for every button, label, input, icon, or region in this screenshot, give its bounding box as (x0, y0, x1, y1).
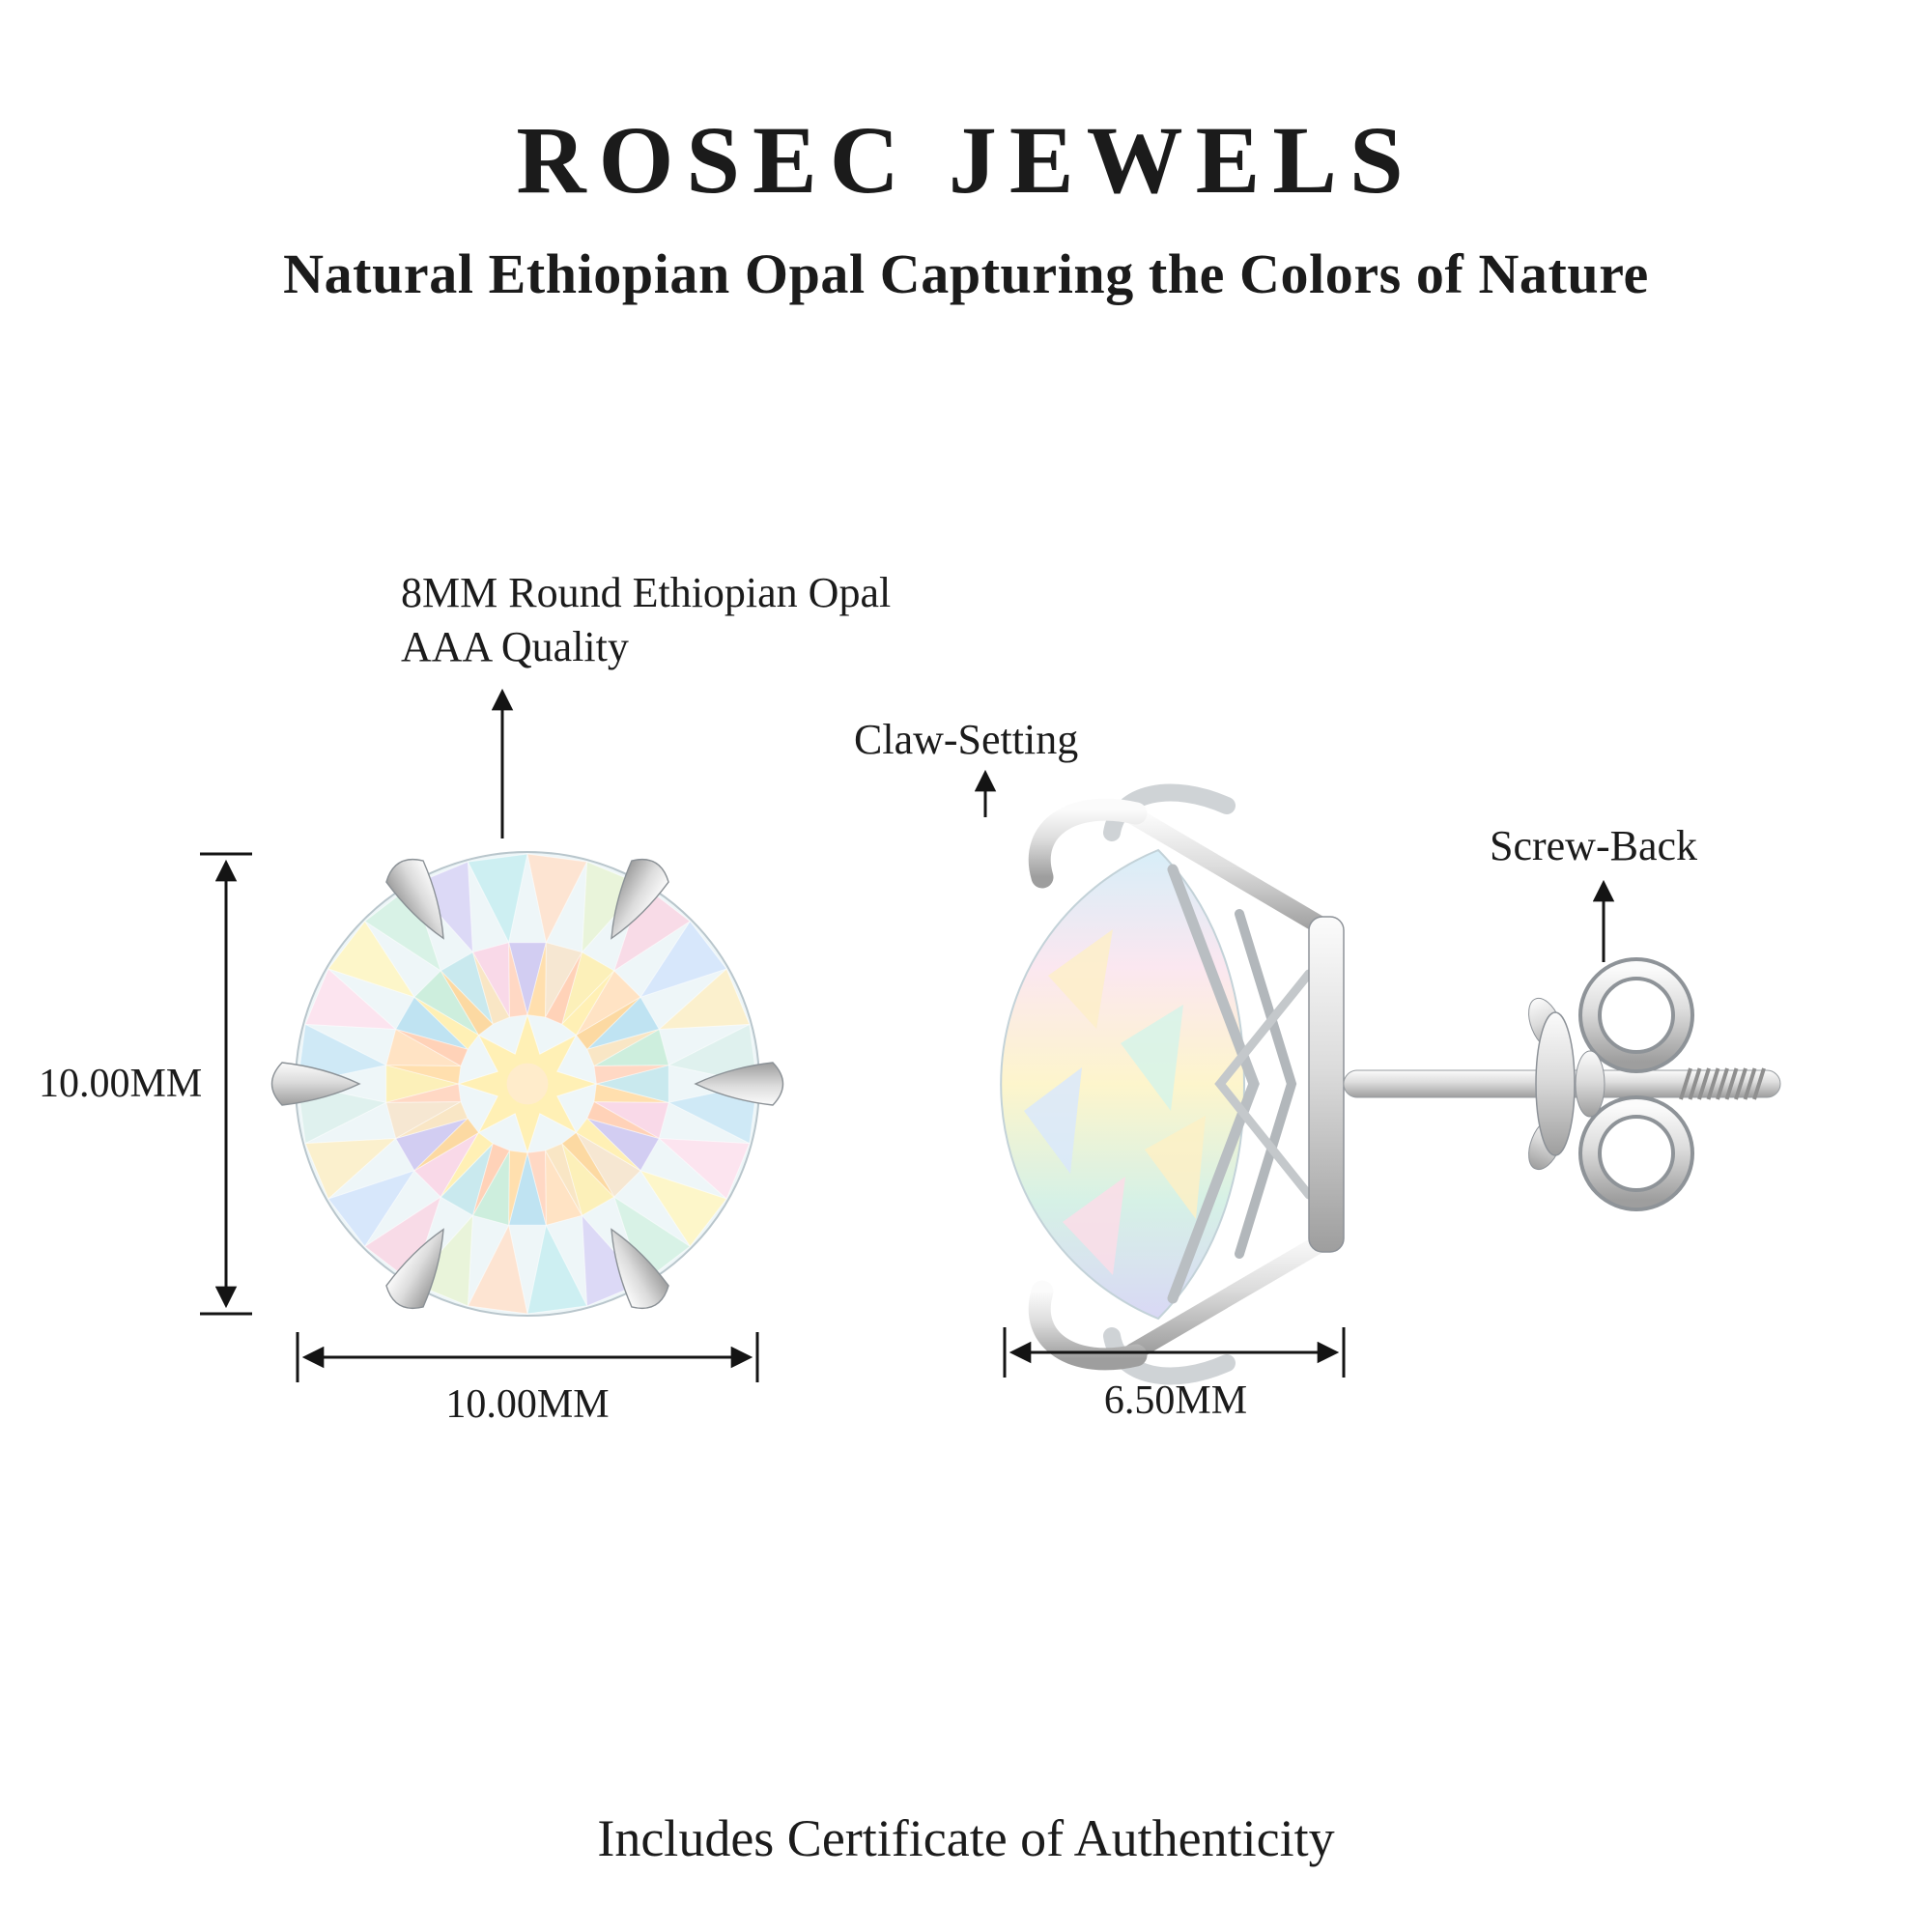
opal-facet (327, 1169, 416, 1248)
opal-facet (467, 1223, 528, 1315)
thread-line (1679, 1067, 1692, 1100)
opal-facet (440, 1131, 495, 1198)
side-facet (1048, 929, 1113, 1029)
opal-facet (612, 1195, 692, 1284)
prong-claw (694, 1062, 784, 1106)
prong-claw (385, 1228, 444, 1309)
thread-line (1697, 1067, 1711, 1100)
thread-line (1716, 1067, 1729, 1100)
opal-facet (508, 942, 528, 1018)
front-height-dimension: 10.00MM (39, 1062, 203, 1106)
thread-line (1743, 1067, 1757, 1100)
opal-facet (657, 1137, 751, 1200)
screw-threads (1679, 1067, 1766, 1100)
thread-line (1688, 1067, 1702, 1100)
opal-facets (297, 853, 758, 1315)
opal-facet (413, 1117, 480, 1172)
opal-facet (385, 1065, 459, 1103)
front-prongs (270, 859, 784, 1309)
opal-facet (508, 1152, 547, 1226)
opal-facet (304, 968, 398, 1031)
stone-annotation-line2: AAA Quality (401, 623, 629, 671)
opal-facet (395, 1100, 469, 1139)
dimension-lines (200, 852, 1346, 1382)
opal-facet (413, 996, 480, 1051)
opal-facet (639, 1169, 727, 1248)
opal-facet (363, 1195, 442, 1284)
opal-facet (508, 1150, 528, 1226)
thread-line (1734, 1067, 1747, 1100)
screw-back-nut (1528, 957, 1694, 1211)
opal-facet (560, 1131, 615, 1198)
claw-setting-basket (1028, 783, 1345, 1385)
stone-annotation: 8MM Round Ethiopian Opal AAA Quality (401, 566, 891, 675)
opal-facet (385, 1083, 462, 1103)
side-width-dimension: 6.50MM (1103, 1378, 1248, 1423)
opal-facet (526, 942, 547, 1018)
opal-facet (586, 1100, 660, 1139)
side-facet (1121, 1005, 1183, 1111)
opal-facet (467, 853, 528, 945)
opal-facet (657, 968, 751, 1031)
opal-facet (560, 970, 615, 1037)
thread-line (1752, 1067, 1766, 1100)
screw-back-label: Screw-Back (1490, 822, 1698, 869)
callout-arrows (491, 688, 1615, 962)
prong-claw (270, 1062, 361, 1106)
opal-facet (526, 1223, 588, 1315)
opal-facet (472, 1143, 511, 1216)
opal-facet (508, 942, 547, 1015)
opal-facet (385, 1065, 462, 1085)
opal-stone-side (1000, 848, 1246, 1321)
opal-facet (639, 920, 727, 999)
front-view-earring (270, 851, 784, 1317)
opal-facet (363, 884, 442, 973)
opal-facet (440, 970, 495, 1037)
opal-facet (395, 1029, 469, 1067)
prong-claw (611, 1228, 669, 1309)
opal-facet (544, 1143, 582, 1216)
front-width-dimension: 10.00MM (445, 1382, 610, 1427)
opal-facet (575, 996, 641, 1051)
stone-annotation-line1: 8MM Round Ethiopian Opal (401, 569, 892, 616)
claw-setting-label: Claw-Setting (854, 716, 1079, 763)
prong-claw (385, 859, 444, 940)
certificate-note: Includes Certificate of Authenticity (597, 1809, 1335, 1867)
side-view-earring (1000, 783, 1781, 1385)
opal-facet (304, 1137, 398, 1200)
opal-facet (526, 853, 588, 945)
side-facet (1063, 1177, 1125, 1275)
opal-facet (596, 1065, 669, 1103)
opal-facet (593, 1065, 669, 1085)
opal-center (506, 1063, 549, 1105)
opal-facet (327, 920, 416, 999)
thread-line (1724, 1067, 1739, 1100)
prong-claw (611, 859, 669, 940)
opal-facet (472, 952, 511, 1025)
opal-facet (586, 1029, 660, 1067)
opal-facet (544, 952, 582, 1025)
opal-facet (526, 1150, 547, 1226)
side-facet (1145, 1116, 1206, 1219)
tagline: Natural Ethiopian Opal Capturing the Col… (283, 242, 1649, 305)
thread-line (1706, 1067, 1720, 1100)
opal-facet (575, 1117, 641, 1172)
brand-title: ROSEC JEWELS (516, 106, 1416, 213)
side-facet (1024, 1067, 1082, 1174)
opal-facet (612, 884, 692, 973)
